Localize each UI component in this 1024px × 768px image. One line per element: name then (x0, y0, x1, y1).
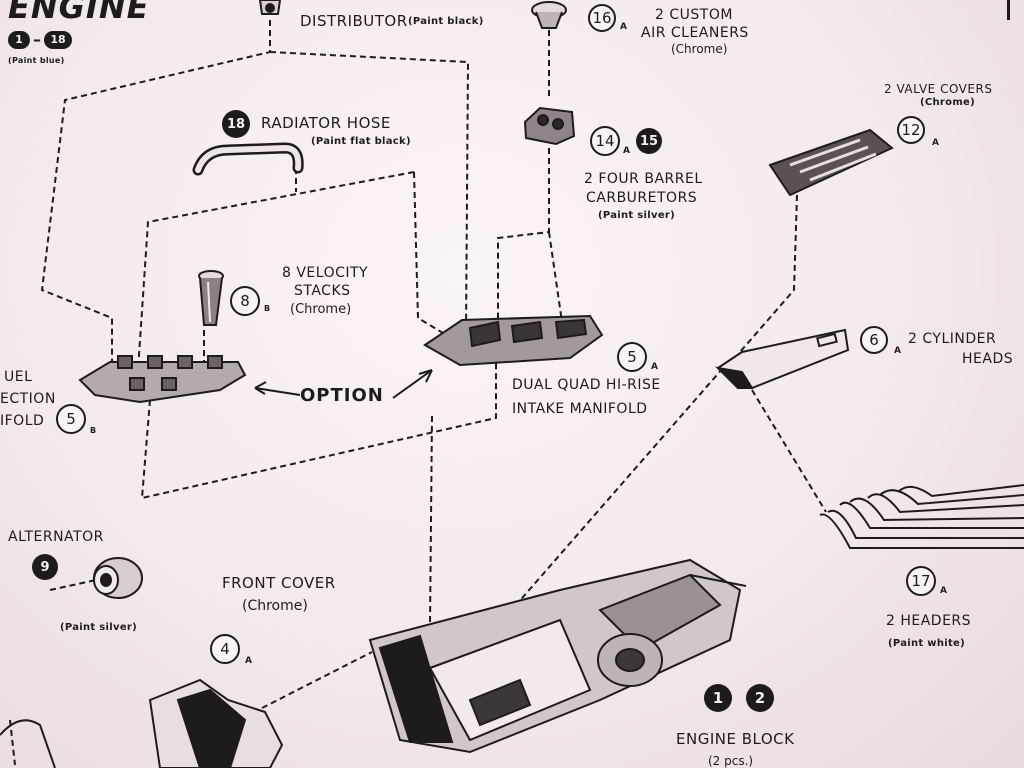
radiator-hose-paint: (Paint flat black) (311, 136, 411, 147)
fuel-injection-line1: UEL (4, 369, 33, 385)
intake-manifold-line2: INTAKE MANIFOLD (512, 401, 648, 417)
intake-manifold-line1: DUAL QUAD HI-RISE (512, 377, 661, 393)
distributor-part-icon (258, 0, 282, 15)
engine-block-paint: (2 pcs.) (708, 754, 754, 768)
option-arrow-right (392, 369, 433, 399)
valve-cover-part-icon (768, 128, 894, 197)
alternator-paint: (Paint silver) (60, 622, 137, 633)
section-title: ENGINE (8, 0, 150, 26)
option-label: OPTION (300, 385, 384, 406)
cylinder-heads-line2: HEADS (962, 351, 1014, 367)
page-edge-rule (1007, 0, 1010, 20)
velocity-stacks-paint: (Chrome) (290, 302, 352, 317)
distributor-label: DISTRIBUTOR (300, 12, 408, 30)
velocity-stack-part-icon (198, 270, 224, 326)
air-cleaners-line1: 2 CUSTOM (655, 7, 733, 23)
carburetors-line2: CARBURETORS (586, 190, 698, 206)
option-arrow-left (254, 387, 301, 396)
headers-paint: (Paint white) (888, 638, 966, 649)
assembly-guide-lines (9, 20, 827, 766)
engine-block-part-icon (368, 558, 747, 754)
range-start-badge: 1 (8, 30, 30, 49)
front-cover-number: 4 (210, 634, 240, 664)
valve-covers-number: 12 (897, 116, 925, 144)
range-paint-note: (Paint blue) (8, 56, 65, 65)
radiator-hose-part-icon (192, 142, 304, 176)
fuel-injection-manifold-part-icon (78, 355, 247, 404)
fuel-injection-number: 5 (56, 404, 86, 434)
cylinder-head-part-icon (715, 328, 850, 389)
range-dash: – (33, 30, 41, 49)
front-cover-label: FRONT COVER (222, 574, 336, 592)
fuel-injection-line2: ECTION (0, 391, 56, 407)
carburetors-number-a: 14 (590, 126, 620, 156)
alternator-label: ALTERNATOR (8, 529, 104, 545)
velocity-stacks-suffix: B (264, 304, 271, 313)
carburetors-line1: 2 FOUR BARREL (584, 171, 703, 187)
velocity-stacks-line1: 8 VELOCITY (282, 265, 369, 281)
engine-block-label: ENGINE BLOCK (676, 730, 795, 748)
valve-covers-line1: 2 VALVE COVERS (884, 82, 993, 96)
fuel-injection-suffix: B (90, 426, 97, 435)
radiator-hose-number: 18 (222, 110, 250, 138)
carburetors-paint: (Paint silver) (598, 210, 675, 221)
valve-covers-paint: (Chrome) (920, 97, 976, 108)
air-cleaners-paint: (Chrome) (671, 42, 728, 56)
part-range: 1 – 18 (8, 30, 72, 49)
headers-number: 17 (906, 566, 936, 596)
intake-manifold-number: 5 (617, 342, 647, 372)
alternator-part-icon (93, 557, 143, 599)
engine-block-number-b: 2 (746, 684, 774, 712)
air-cleaner-part-icon (531, 1, 567, 29)
range-end-badge: 18 (44, 30, 72, 49)
carburetors-suffix: A (623, 146, 630, 156)
cylinder-heads-number: 6 (860, 326, 888, 354)
carburetors-number-b: 15 (636, 128, 662, 154)
engine-block-number-a: 1 (704, 684, 732, 712)
air-cleaners-number: 16 (588, 4, 616, 32)
headers-part-icon (819, 484, 1024, 549)
radiator-hose-label: RADIATOR HOSE (261, 114, 391, 132)
air-cleaners-line2: AIR CLEANERS (641, 25, 749, 41)
cylinder-heads-line1: 2 CYLINDER (908, 331, 997, 347)
front-cover-suffix: A (245, 656, 252, 666)
cylinder-heads-suffix: A (894, 346, 901, 356)
carburetor-part-icon (523, 106, 576, 146)
velocity-stacks-line2: STACKS (294, 283, 351, 299)
headers-label: 2 HEADERS (886, 613, 972, 629)
intake-manifold-suffix: A (651, 362, 658, 372)
headers-suffix: A (940, 586, 947, 596)
front-cover-part-icon (0, 678, 284, 768)
intake-manifold-part-icon (423, 314, 604, 367)
front-cover-paint: (Chrome) (242, 598, 308, 614)
air-cleaners-suffix: A (620, 22, 627, 32)
alternator-number: 9 (32, 554, 58, 580)
velocity-stacks-number: 8 (230, 286, 260, 316)
fuel-injection-line3: IFOLD (0, 413, 45, 429)
distributor-paint: (Paint black) (408, 16, 484, 27)
valve-covers-suffix: A (932, 138, 939, 148)
